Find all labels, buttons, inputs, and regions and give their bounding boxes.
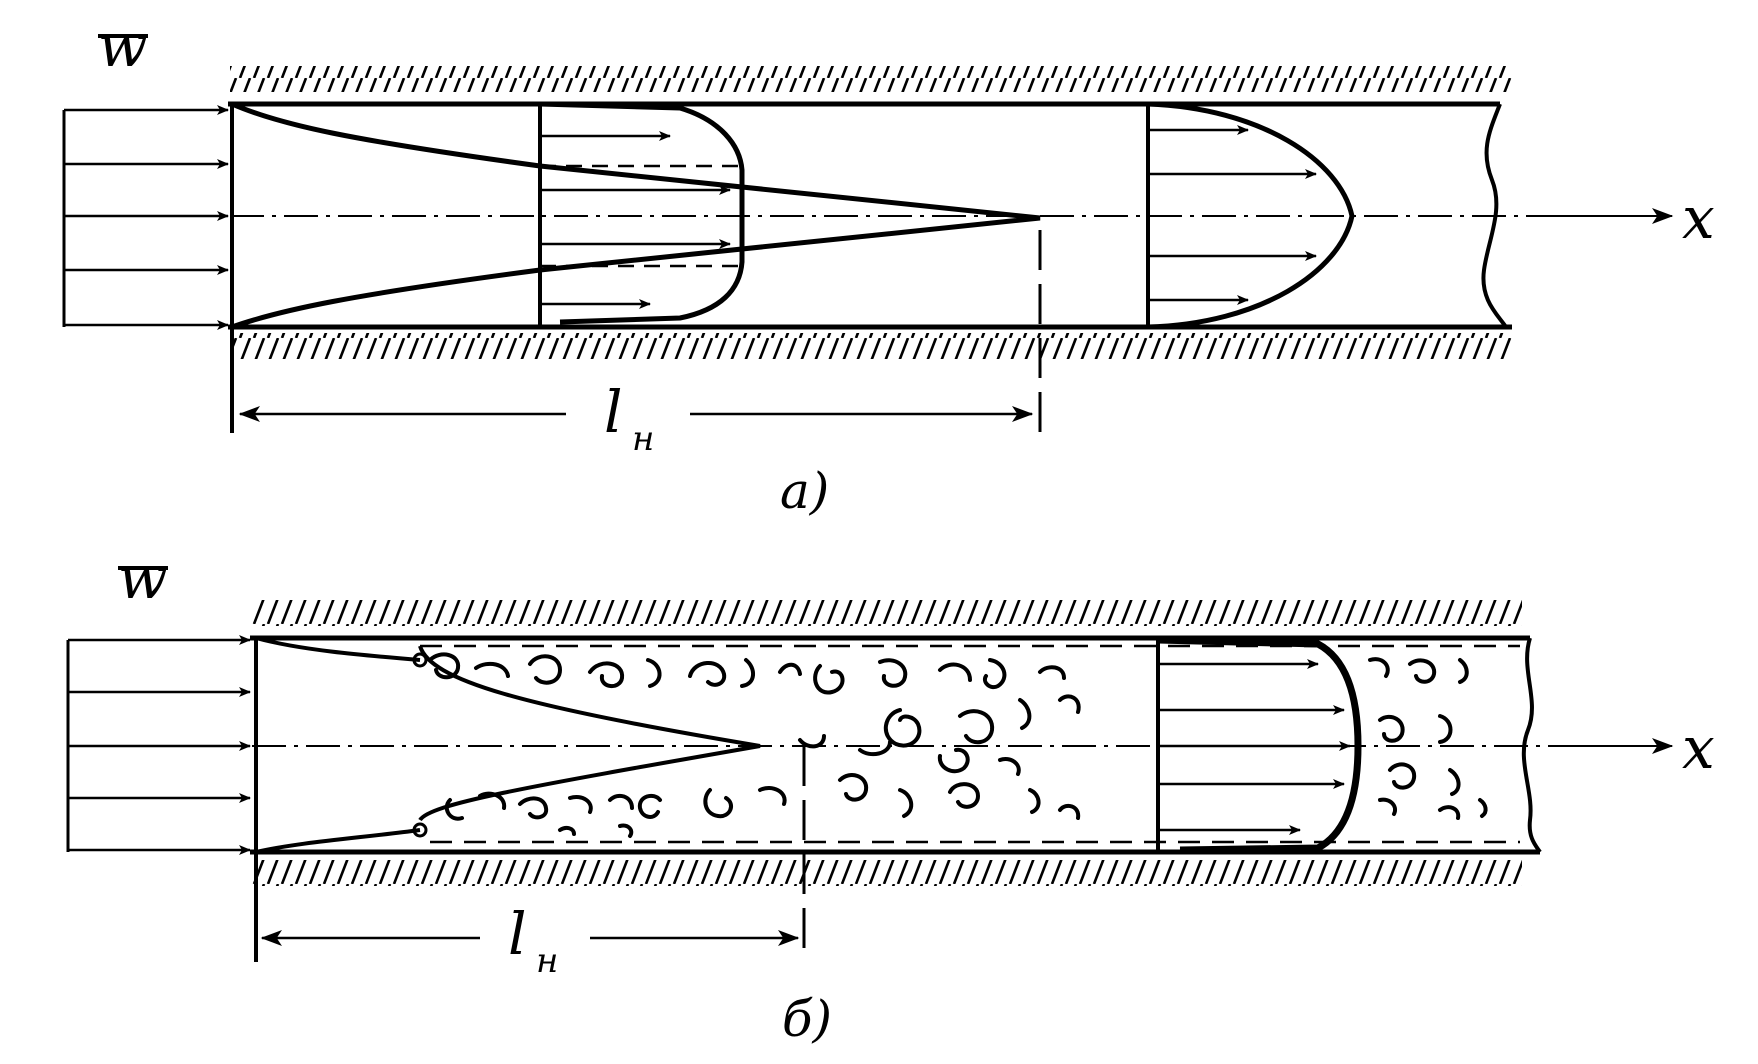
top-wall-hatching: [252, 600, 1522, 626]
entry-length-subscript: н: [536, 941, 558, 981]
inlet-velocity-arrows: [68, 635, 251, 855]
pipe-cut-edge: [1521, 637, 1542, 854]
velocity-label: w: [118, 544, 168, 612]
entry-length-subscript: н: [632, 419, 654, 459]
x-axis-label: x: [1682, 184, 1715, 252]
pipe-cut-edge: [1481, 103, 1508, 329]
x-axis-label: x: [1682, 714, 1715, 782]
laminar-layer-bottom: [255, 828, 421, 854]
top-wall-hatching: [230, 66, 1512, 92]
turbulent-profile-arrows: [1158, 659, 1351, 835]
panel-a-laminar: x w: [62, 12, 1715, 520]
laminar-layer-top: [255, 636, 421, 662]
parabolic-profile-curve: [1147, 101, 1355, 330]
bottom-wall-hatching: [230, 333, 1512, 359]
transition-point-bottom: [412, 822, 428, 838]
inlet-velocity-arrows: [64, 105, 229, 330]
bottom-wall-hatching: [252, 860, 1522, 886]
entry-length-label: l: [604, 378, 623, 446]
panel-caption: a): [780, 462, 829, 520]
developing-profile-arrows: [540, 131, 731, 309]
entry-length-label: l: [508, 900, 527, 968]
panel-b-turbulent: x w: [66, 544, 1715, 1048]
velocity-label: w: [98, 12, 148, 80]
transition-point-top: [412, 652, 428, 668]
developing-profile-curve: [539, 101, 745, 325]
panel-caption: б): [782, 990, 832, 1048]
boundary-layer-envelope: [230, 101, 1041, 330]
turbulent-eddies: [428, 652, 1488, 838]
parabolic-profile-arrows: [1148, 125, 1317, 305]
turbulent-profile-curve: [1157, 636, 1362, 854]
